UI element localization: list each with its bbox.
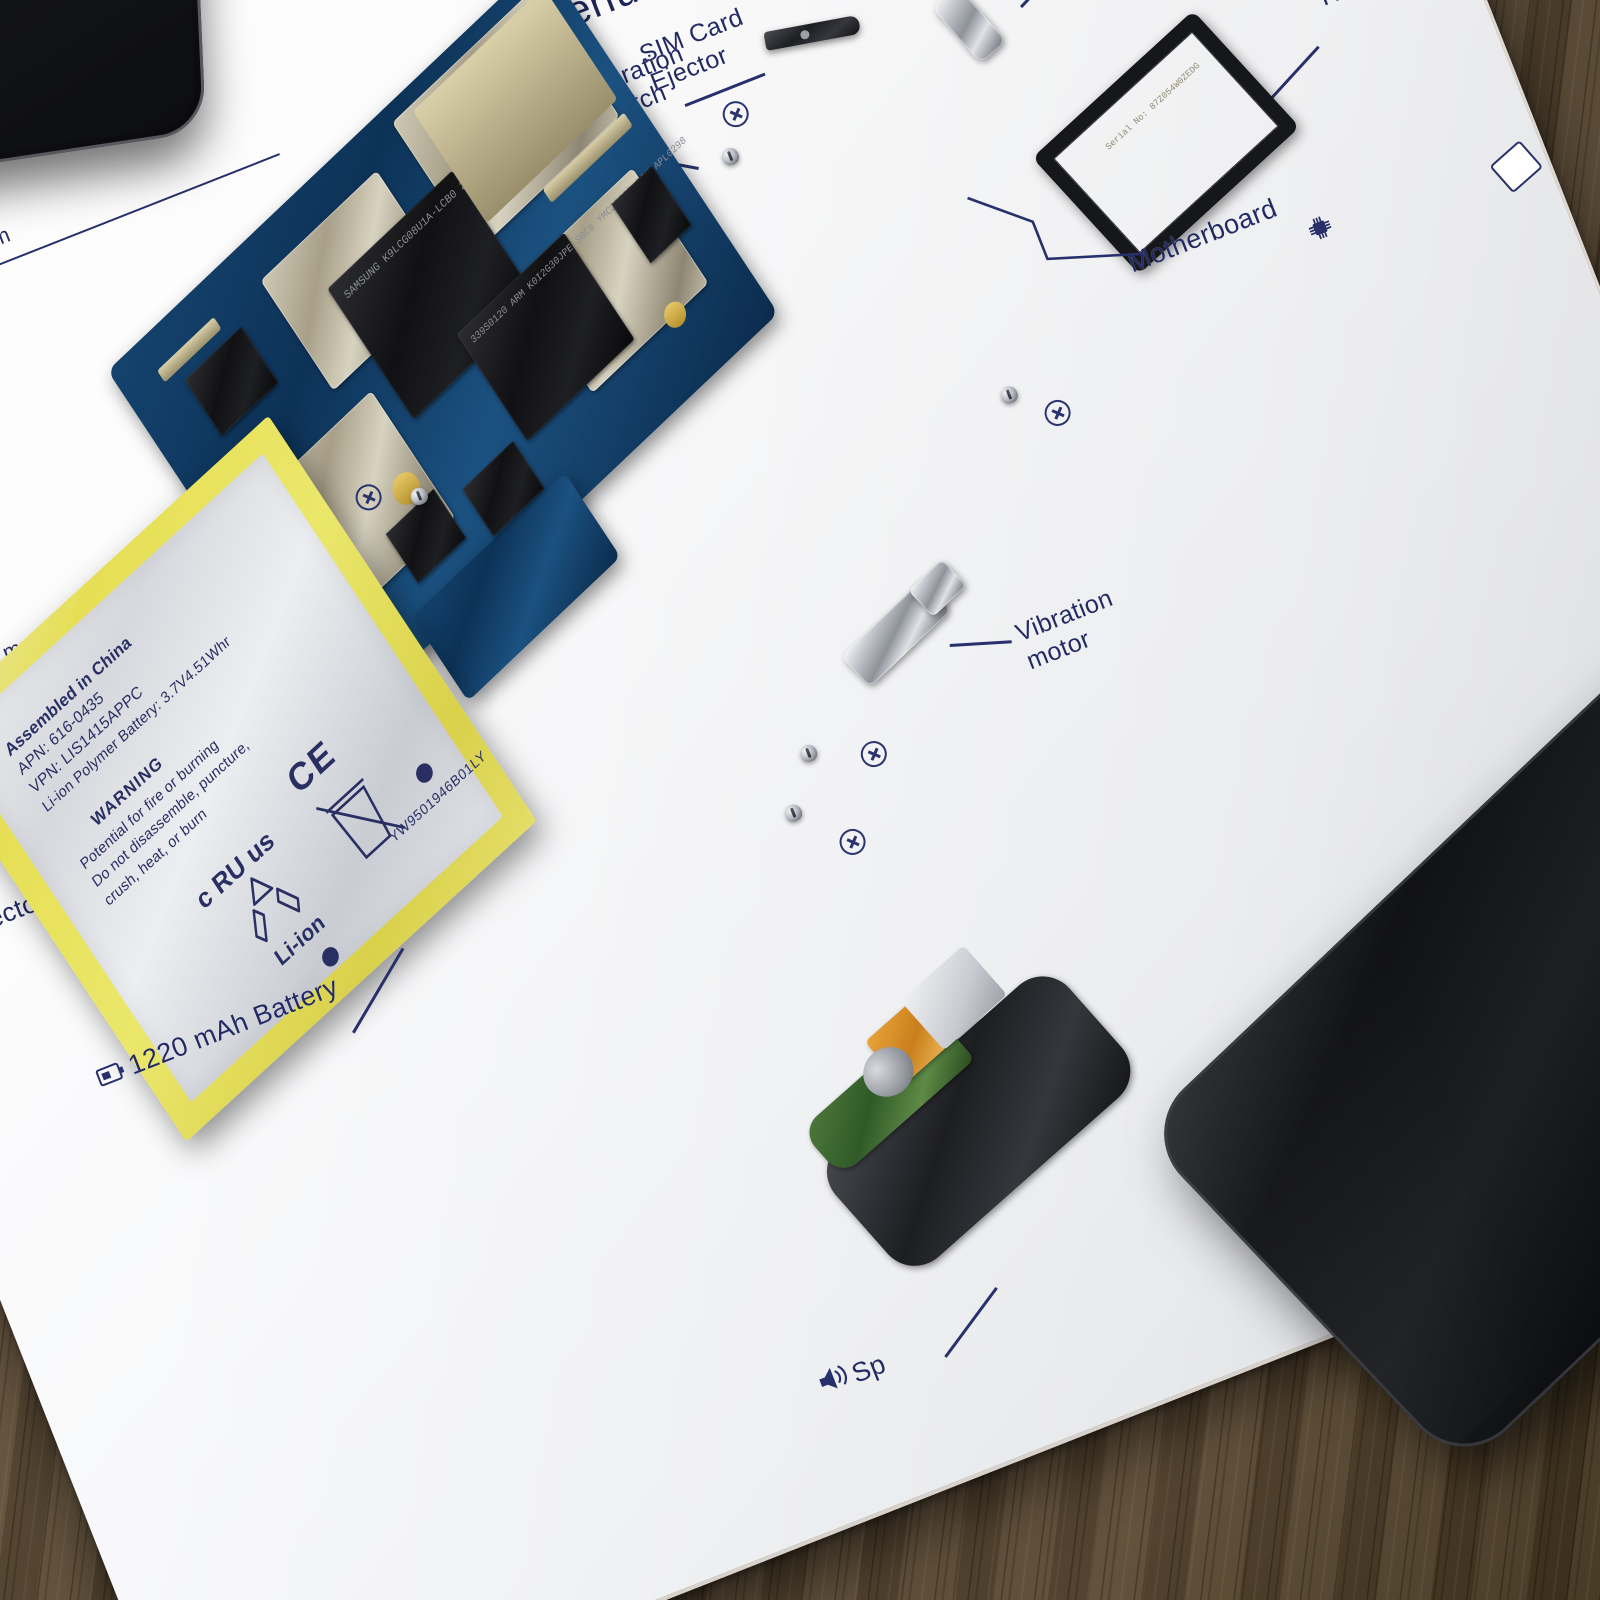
speaker-icon <box>812 1358 856 1403</box>
recycle-icon <box>222 849 315 958</box>
microchip-icon <box>1303 211 1339 249</box>
battery-cell-face: Assembled in China APN: 616-0435 VPN: LI… <box>0 453 503 1103</box>
battery-part: Assembled in China APN: 616-0435 VPN: LI… <box>0 415 537 1142</box>
battery-negative-terminal <box>412 759 437 787</box>
battery-icon <box>95 1060 129 1092</box>
battery-serial: YW9501946B01LY <box>386 746 489 846</box>
crossed-bin-icon <box>309 757 414 884</box>
battery-positive-terminal <box>318 943 343 971</box>
callout-motherboard-line <box>962 139 1151 320</box>
